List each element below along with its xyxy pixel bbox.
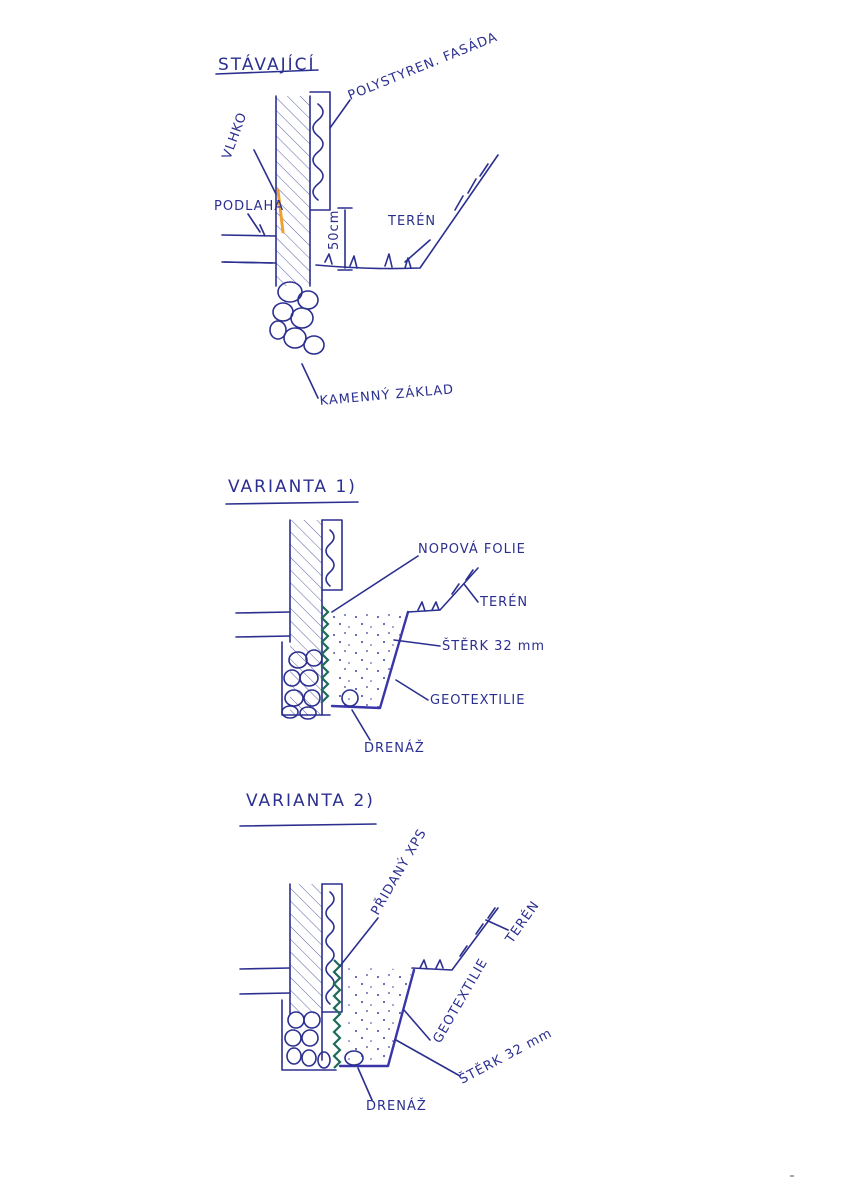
arrow-gravel <box>395 1039 461 1077</box>
stone-foundation <box>284 1011 331 1069</box>
arrow-terrain <box>485 919 509 931</box>
arrow-terrain <box>404 239 431 263</box>
arrow-foundation <box>301 363 319 399</box>
arrow-wall <box>223 261 273 264</box>
arrow-membrane <box>331 555 419 613</box>
stone-foundation <box>281 649 323 720</box>
facade-insulation <box>321 883 343 1013</box>
label-terrain: TERÉN <box>502 898 543 947</box>
grass-marks <box>417 569 474 612</box>
geotextile-trench <box>330 610 410 710</box>
arrow-moisture <box>253 149 277 195</box>
arrow-facade <box>329 99 351 129</box>
dimension-line <box>337 207 353 271</box>
label-floor: PODLAHA <box>214 199 284 214</box>
label-facade: POLYSTYREN. FASÁDA <box>346 29 500 104</box>
foundation-outline <box>281 641 331 716</box>
stone-foundation <box>269 281 325 355</box>
foundation-outline <box>281 999 337 1071</box>
label-moisture: VLHKO <box>220 110 251 161</box>
label-terrain: TERÉN <box>387 213 436 229</box>
title-underline <box>215 69 319 75</box>
arrow-terrain <box>463 583 479 603</box>
title-underline <box>225 501 359 505</box>
facade-insulation <box>321 519 343 591</box>
title-underline <box>239 823 377 827</box>
floor-lines <box>235 611 291 638</box>
terrain-line <box>407 567 479 613</box>
section-existing: STÁVAJÍCÍ 50cm POLYSTYREN. FAS <box>214 29 500 409</box>
arrow-xps <box>339 917 379 967</box>
slope-grass <box>454 163 489 211</box>
grass-marks <box>324 253 412 269</box>
moisture-mark <box>276 188 285 234</box>
arrow-geotextile <box>403 1009 431 1041</box>
title-variant-2: VARIANTA 2) <box>246 791 375 811</box>
arrow-geotextile <box>395 679 429 701</box>
title-existing: STÁVAJÍCÍ <box>218 53 315 75</box>
facade-wave <box>325 529 335 587</box>
arrow-gravel <box>393 639 441 647</box>
dimple-membrane <box>320 605 330 703</box>
arrow-drainage <box>357 1067 373 1101</box>
floor-lines <box>221 224 277 264</box>
terrain-line <box>411 907 499 971</box>
section-variant-1: VARIANTA 1) <box>225 477 545 756</box>
section-variant-2: VARIANTA 2) PŘIDAN <box>239 791 555 1114</box>
drainage-pipe <box>344 1050 364 1066</box>
label-membrane: NOPOVÁ FOLIE <box>418 541 526 557</box>
gravel-fill <box>346 966 412 1064</box>
dimension-label: 50cm <box>327 210 342 250</box>
label-gravel: ŠTĚRK 32 mm <box>442 638 545 654</box>
grass-marks <box>419 907 496 970</box>
facade-insulation <box>309 91 331 211</box>
label-foundation: KAMENNÝ ZÁKLAD <box>319 381 455 409</box>
facade-wave <box>325 891 335 1005</box>
dimple-membrane <box>332 959 342 1069</box>
arrow-floor <box>247 213 261 233</box>
wall-hatch <box>290 884 322 1014</box>
label-xps: PŘIDANÝ XPS <box>368 826 430 918</box>
label-drainage: DRENÁŽ <box>366 1098 427 1114</box>
terrain-line <box>315 154 499 270</box>
facade-wave <box>312 103 324 201</box>
label-terrain: TERÉN <box>479 594 528 610</box>
arrow-drainage <box>351 709 371 741</box>
label-drainage: DRENÁŽ <box>364 740 425 756</box>
title-variant-1: VARIANTA 1) <box>228 477 357 497</box>
floor-lines <box>239 967 291 995</box>
geotextile-trench <box>338 968 416 1068</box>
wall-hatch <box>276 96 310 286</box>
drainage-pipe <box>341 689 359 707</box>
wall-outline <box>275 95 311 287</box>
label-gravel: ŠTĚRK 32 mm <box>456 1025 555 1088</box>
label-geotextile: GEOTEXTILIE <box>430 693 525 708</box>
